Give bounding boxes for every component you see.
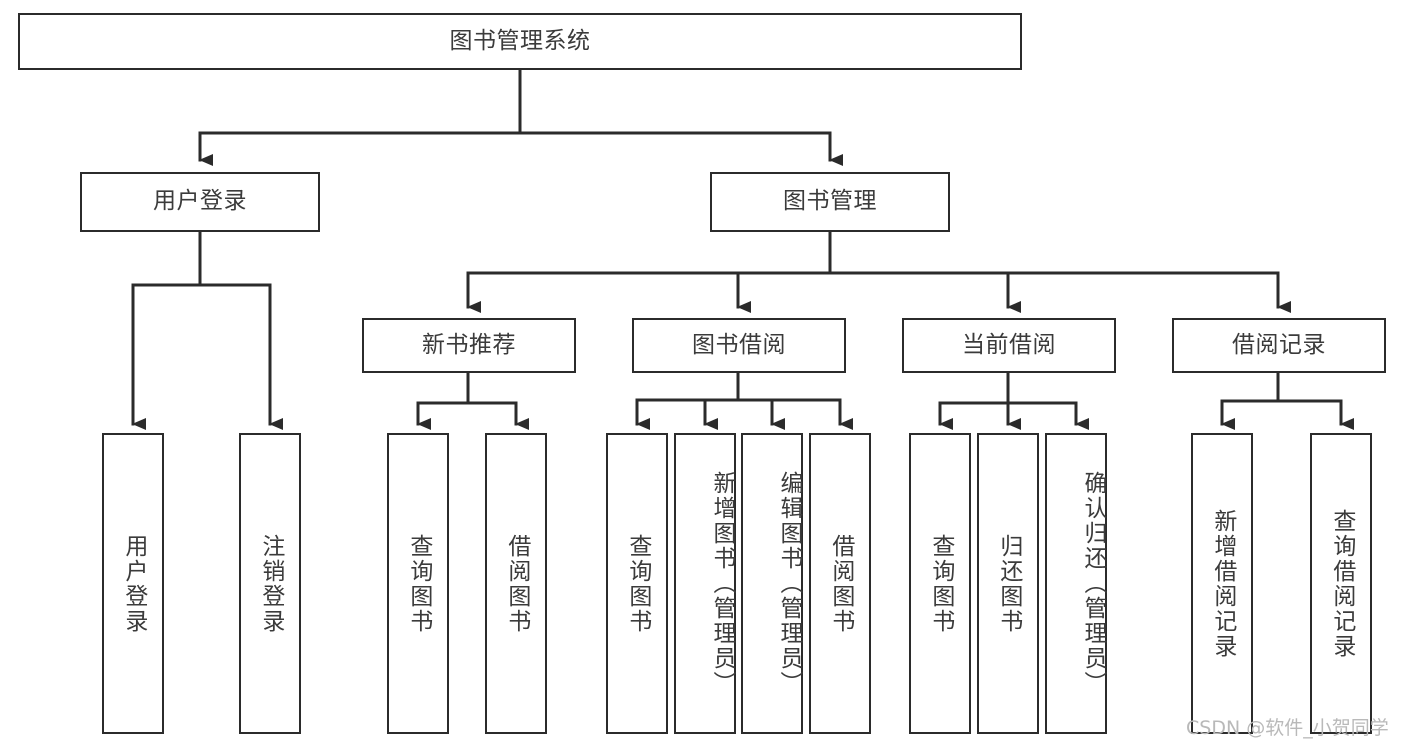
node-book-management[interactable]: 图书管理 xyxy=(710,172,950,232)
leaf-book-borrow-edit-book-admin[interactable]: 编辑图书（管理员） xyxy=(741,433,803,734)
node-new-book-recommend[interactable]: 新书推荐 xyxy=(362,318,576,373)
leaf-user-login-login[interactable]: 用户登录 xyxy=(102,433,164,734)
leaf-new-book-borrow-book[interactable]: 借阅图书 xyxy=(485,433,547,734)
leaf-borrow-record-query-record[interactable]: 查询借阅记录 xyxy=(1310,433,1372,734)
leaf-book-borrow-borrow-book[interactable]: 借阅图书 xyxy=(809,433,871,734)
node-root-system[interactable]: 图书管理系统 xyxy=(18,13,1022,70)
leaf-current-borrow-query-book[interactable]: 查询图书 xyxy=(909,433,971,734)
node-borrow-record[interactable]: 借阅记录 xyxy=(1172,318,1386,373)
leaf-borrow-record-add-record[interactable]: 新增借阅记录 xyxy=(1191,433,1253,734)
leaf-current-borrow-confirm-return-admin[interactable]: 确认归还（管理员） xyxy=(1045,433,1107,734)
leaf-book-borrow-query-book[interactable]: 查询图书 xyxy=(606,433,668,734)
leaf-new-book-query-book[interactable]: 查询图书 xyxy=(387,433,449,734)
node-user-login[interactable]: 用户登录 xyxy=(80,172,320,232)
node-book-borrow[interactable]: 图书借阅 xyxy=(632,318,846,373)
leaf-user-login-logout[interactable]: 注销登录 xyxy=(239,433,301,734)
node-current-borrow[interactable]: 当前借阅 xyxy=(902,318,1116,373)
leaf-current-borrow-return-book[interactable]: 归还图书 xyxy=(977,433,1039,734)
csdn-watermark: CSDN @软件_小贺同学 xyxy=(1186,717,1389,739)
leaf-book-borrow-add-book-admin[interactable]: 新增图书（管理员） xyxy=(674,433,736,734)
